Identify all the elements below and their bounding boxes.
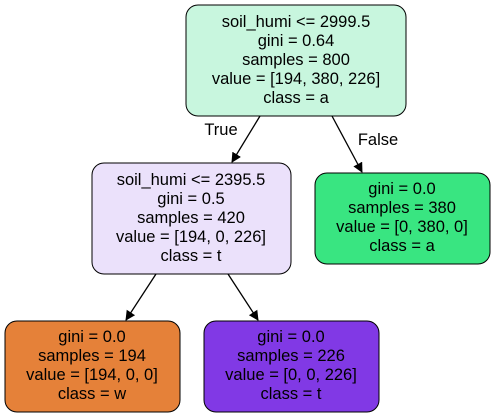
node-samples: samples = 800 bbox=[242, 51, 350, 69]
node-split-rule: soil_humi <= 2395.5 bbox=[117, 171, 266, 189]
node-box bbox=[314, 172, 491, 265]
node-samples: samples = 420 bbox=[137, 209, 245, 227]
node-samples: samples = 226 bbox=[237, 347, 345, 365]
node-class: class = t bbox=[261, 385, 322, 403]
node-value: value = [194, 380, 226] bbox=[212, 70, 380, 88]
node-value: value = [194, 0, 0] bbox=[26, 366, 158, 384]
node-value: value = [0, 380, 0] bbox=[336, 218, 468, 236]
tree-node-left: soil_humi <= 2395.5 gini = 0.5 samples =… bbox=[91, 162, 292, 275]
edge-label-false: False bbox=[358, 131, 398, 149]
node-gini: gini = 0.0 bbox=[58, 328, 125, 346]
edge-left-to-leftleft bbox=[125, 273, 157, 321]
node-class: class = t bbox=[161, 247, 222, 265]
tree-node-left-left: gini = 0.0 samples = 194 value = [194, 0… bbox=[4, 320, 181, 413]
node-class: class = a bbox=[263, 89, 329, 107]
node-class: class = a bbox=[369, 237, 435, 255]
node-box bbox=[185, 4, 407, 117]
node-box bbox=[203, 320, 380, 413]
node-samples: samples = 194 bbox=[38, 347, 146, 365]
node-class: class = w bbox=[58, 385, 126, 403]
edge-root-to-left bbox=[231, 115, 261, 163]
edge-left-to-leftright bbox=[227, 273, 259, 321]
node-value: value = [0, 0, 226] bbox=[225, 366, 357, 384]
node-samples: samples = 380 bbox=[348, 199, 456, 217]
node-split-rule: soil_humi <= 2999.5 bbox=[222, 13, 371, 31]
node-value: value = [194, 0, 226] bbox=[116, 228, 266, 246]
node-gini: gini = 0.0 bbox=[368, 180, 435, 198]
node-box bbox=[4, 320, 181, 413]
node-gini: gini = 0.0 bbox=[257, 328, 324, 346]
node-box bbox=[91, 162, 292, 275]
node-gini: gini = 0.5 bbox=[157, 190, 224, 208]
edge-label-true: True bbox=[204, 121, 237, 139]
tree-node-left-right: gini = 0.0 samples = 226 value = [0, 0, … bbox=[203, 320, 380, 413]
edge-root-to-right bbox=[331, 115, 363, 173]
tree-node-root: soil_humi <= 2999.5 gini = 0.64 samples … bbox=[185, 4, 407, 117]
node-gini: gini = 0.64 bbox=[258, 32, 335, 50]
tree-node-right: gini = 0.0 samples = 380 value = [0, 380… bbox=[314, 172, 491, 265]
